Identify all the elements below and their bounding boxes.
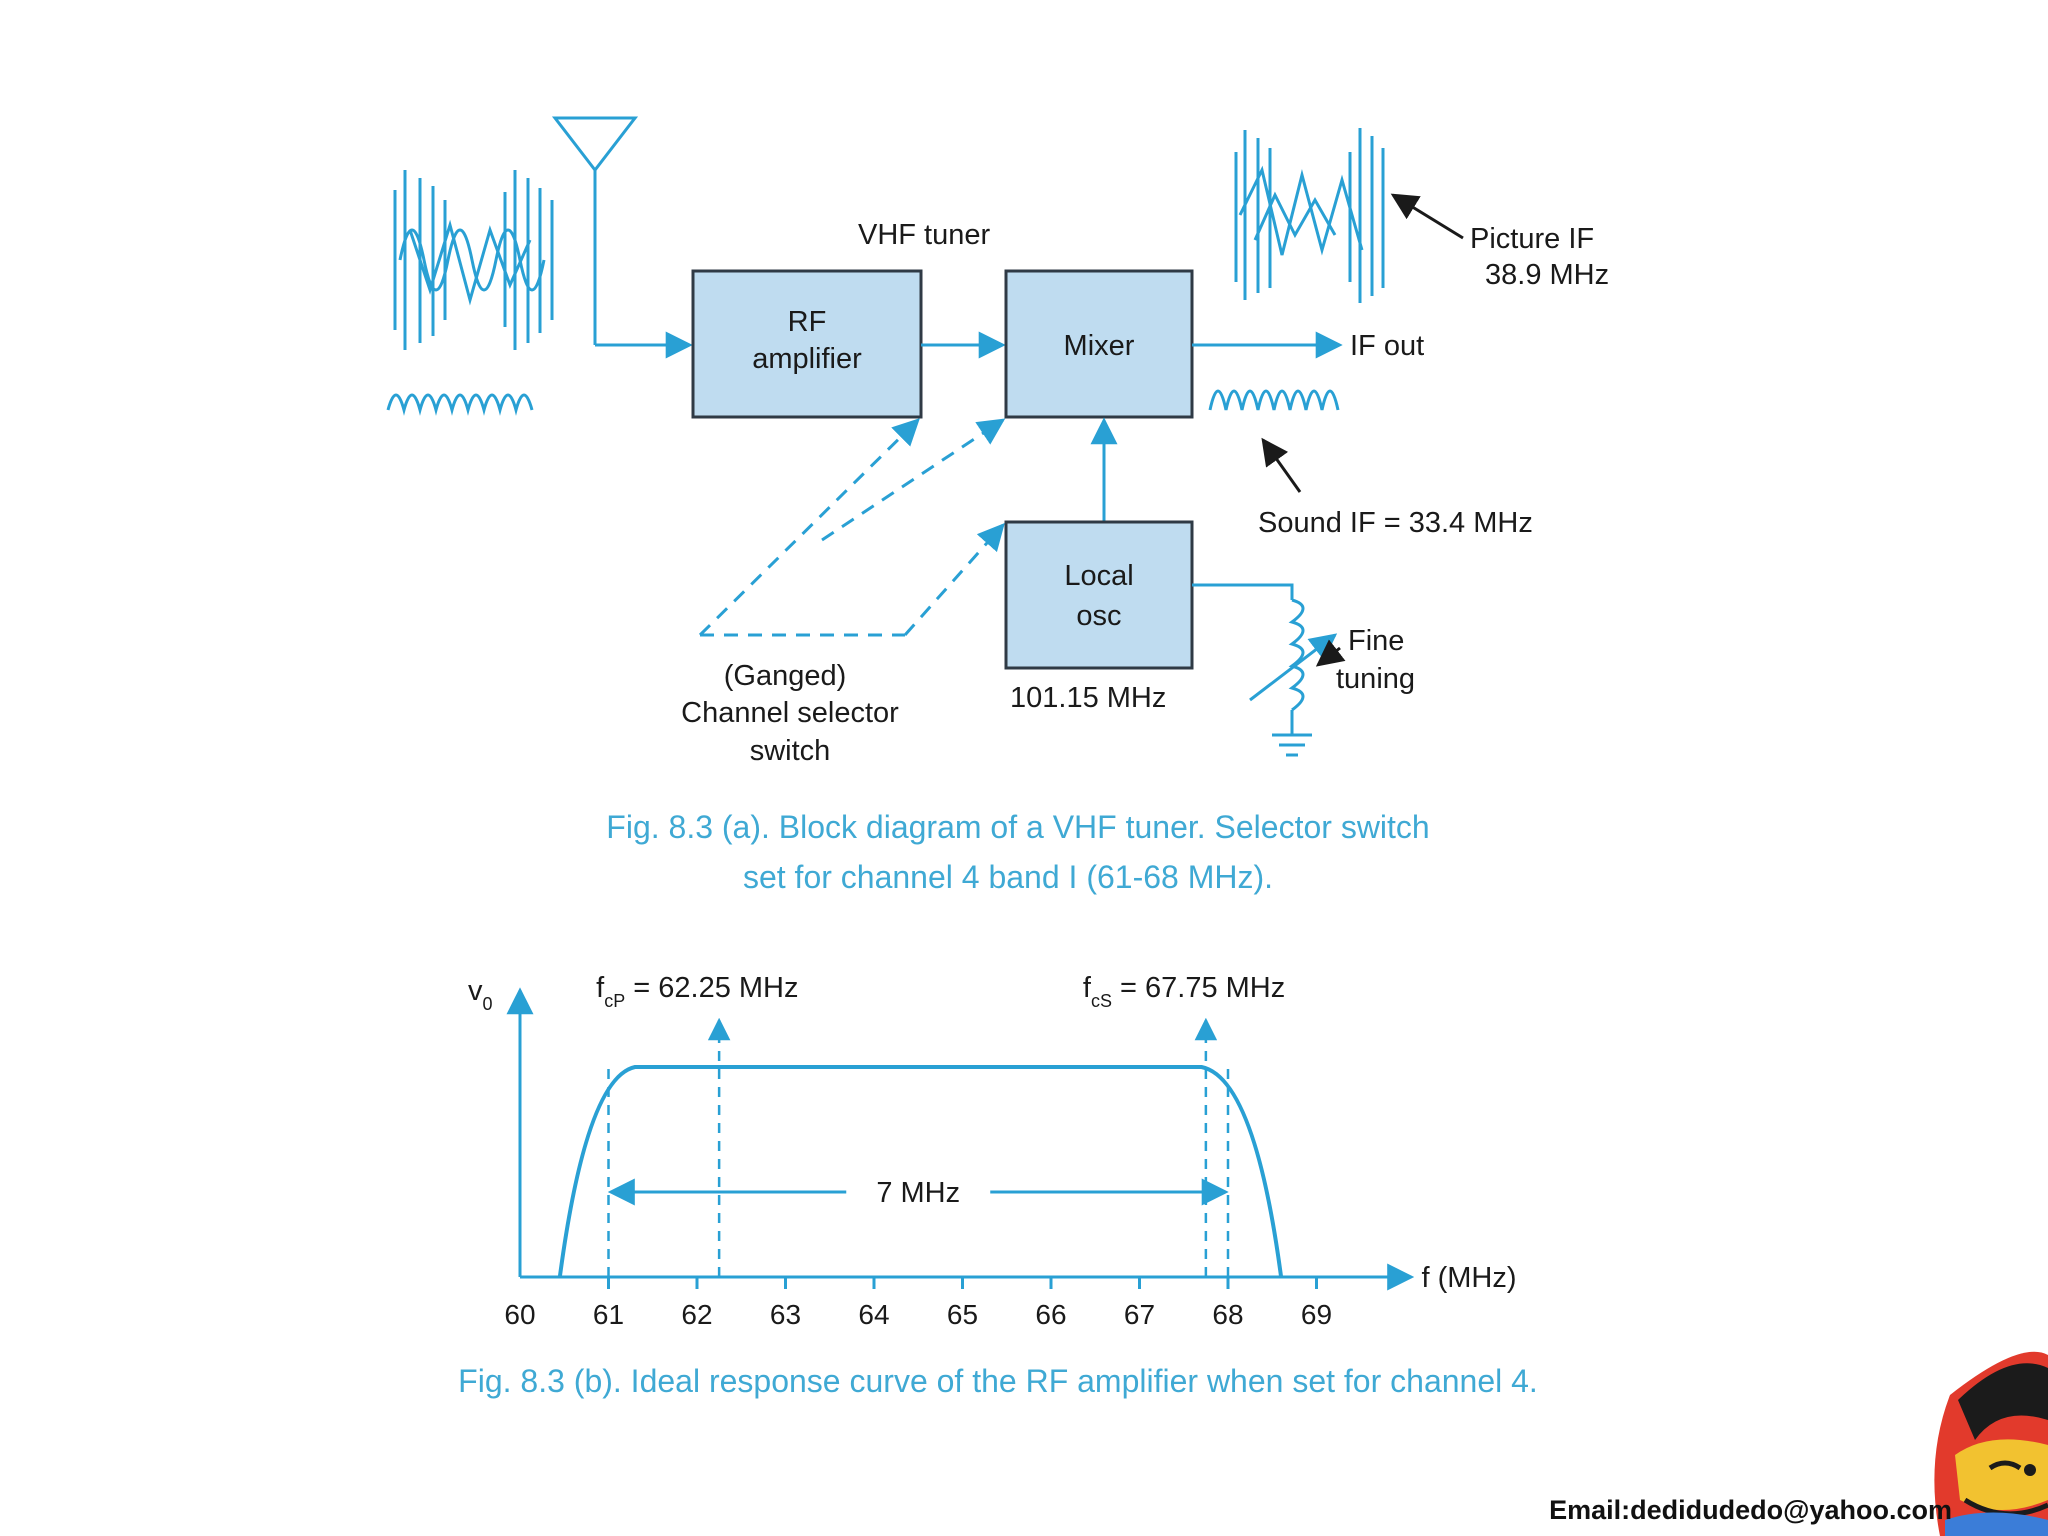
rf-amplifier-label-2: amplifier	[752, 343, 862, 375]
sound-if-label: Sound IF = 33.4 MHz	[1258, 507, 1533, 539]
fine-tuning-pointer	[1315, 639, 1346, 667]
rf-amplifier-block: RF amplifier	[691, 269, 923, 419]
x-tick-label: 61	[593, 1299, 624, 1330]
antenna-icon	[551, 116, 693, 359]
footer-email: Email:dedidudedo@yahoo.com	[1549, 1495, 1952, 1525]
variable-inductor-icon	[1192, 583, 1338, 757]
local-osc-block: Local osc	[1004, 520, 1194, 670]
local-osc-label-2: osc	[1076, 600, 1121, 632]
caption-a-line-2: set for channel 4 band I (61-68 MHz).	[743, 859, 1273, 895]
x-tick-label: 68	[1212, 1299, 1243, 1330]
tuner-title: VHF tuner	[858, 219, 990, 251]
response-chart: v0 f (MHz) 60 61 62 63 64 65 66 67 68 69 fcP = 62…	[458, 972, 1538, 1399]
y-axis-label: v0	[468, 975, 493, 1014]
mixer-label: Mixer	[1064, 330, 1135, 362]
x-axis-label: f (MHz)	[1422, 1262, 1517, 1294]
bandwidth-label: 7 MHz	[876, 1177, 960, 1209]
x-tick-label: 65	[947, 1299, 978, 1330]
x-ticks: 60 61 62 63 64 65 66 67 68 69	[504, 1277, 1332, 1330]
fine-tuning-label-2: tuning	[1336, 663, 1415, 695]
picture-if-label-1: Picture IF	[1470, 223, 1594, 255]
x-tick-label: 69	[1301, 1299, 1332, 1330]
caption-b: Fig. 8.3 (b). Ideal response curve of th…	[458, 1363, 1538, 1399]
guide-lines	[607, 1017, 1230, 1277]
x-tick-label: 67	[1124, 1299, 1155, 1330]
x-tick-label: 63	[770, 1299, 801, 1330]
osc-frequency-label: 101.15 MHz	[1010, 682, 1166, 714]
fcp-marker-label: fcP = 62.25 MHz	[596, 972, 798, 1011]
x-tick-label: 60	[504, 1299, 535, 1330]
fine-tuning-label-1: Fine	[1348, 625, 1404, 657]
selector-label-2: Channel selector	[681, 697, 899, 729]
x-tick-label: 62	[681, 1299, 712, 1330]
block-diagram: VHF tuner RF amplifier Mixer IF out Pict…	[386, 116, 1609, 895]
if-out-label: IF out	[1350, 330, 1424, 362]
x-tick-label: 64	[858, 1299, 889, 1330]
mixer-block: Mixer	[1004, 269, 1194, 419]
sound-if-waveform	[1208, 389, 1340, 411]
fcs-marker-label: fcS = 67.75 MHz	[1083, 972, 1285, 1011]
caption-a-line-1: Fig. 8.3 (a). Block diagram of a VHF tun…	[606, 809, 1429, 845]
selector-label-1: (Ganged)	[724, 660, 847, 692]
ganged-selector-link	[698, 418, 1006, 637]
local-osc-label-1: Local	[1064, 560, 1133, 592]
picture-if-label-2: 38.9 MHz	[1485, 259, 1609, 291]
picture-if-waveform	[1234, 128, 1385, 303]
x-tick-label: 66	[1035, 1299, 1066, 1330]
rf-amplifier-label-1: RF	[788, 306, 827, 338]
avatar-cartoon	[1934, 1351, 2048, 1536]
response-curve	[557, 1065, 1284, 1278]
selector-label-3: switch	[750, 735, 831, 767]
rf-input-waveform	[386, 170, 554, 416]
sound-if-pointer	[1261, 437, 1302, 493]
picture-if-pointer	[1390, 193, 1464, 240]
